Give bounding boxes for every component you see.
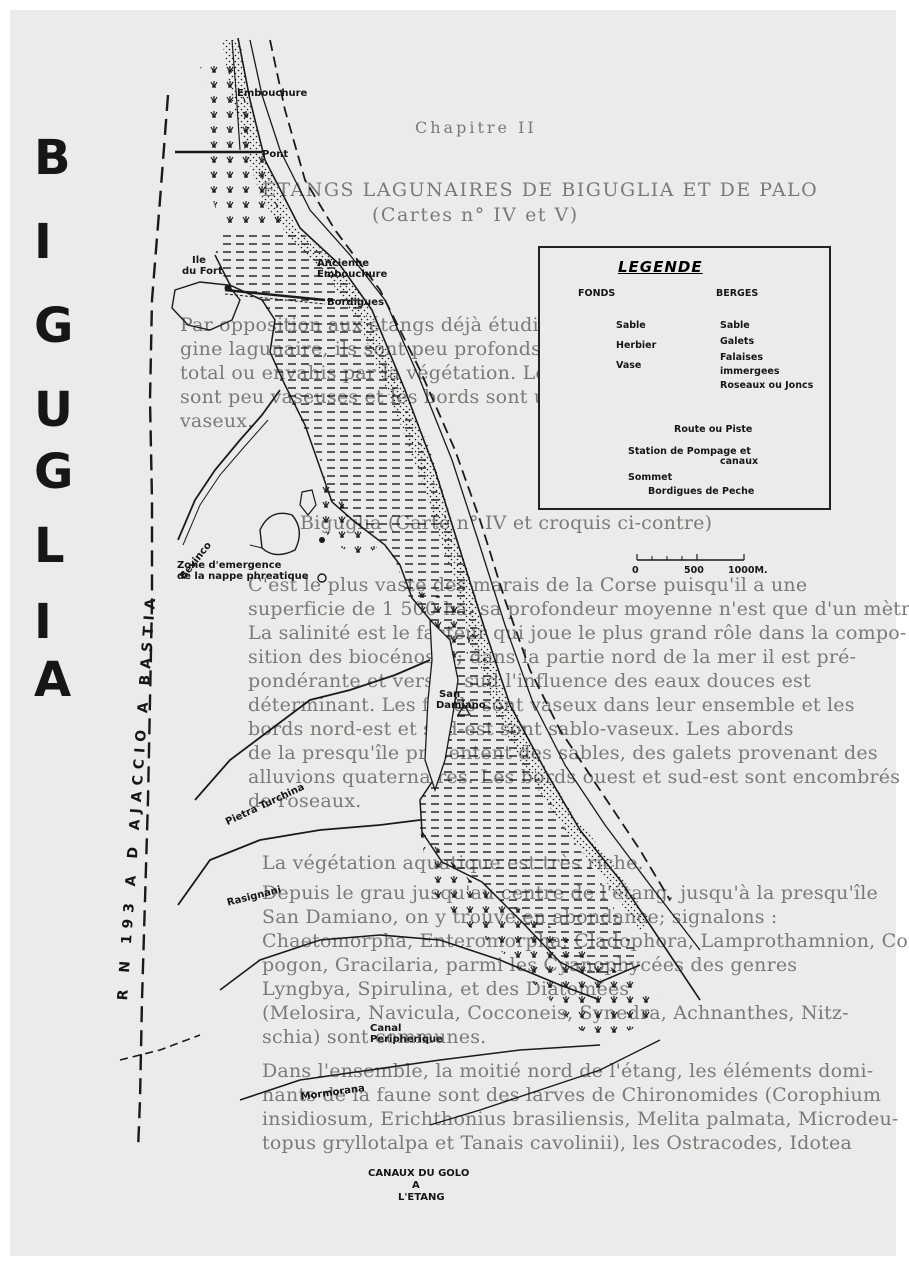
text-line: superficie de 1 500 ha. sa profondeur mo… [248,598,909,620]
label-canal: Canal [370,1023,402,1034]
small-island [299,489,317,516]
label-bordigues: Bordigues [327,297,385,308]
road-lido [269,39,671,901]
label-pont: Pont [262,149,289,160]
scale-tick: 1000M. [728,565,768,576]
legend-berges-falaises: Falaises [720,352,764,363]
chapter-title: ÉTANGS LAGUNAIRES DE BIGUGLIA ET DE PALO [262,179,819,201]
label-du-fort: du Fort [182,266,223,277]
text-line: (Melosira, Navicula, Cocconeis, Synedra,… [262,1002,849,1024]
text-line: insidiosum, Erichthonius brasiliensis, M… [262,1108,899,1130]
text-line: de roseaux. [248,790,362,812]
canaux-du-golo [429,1039,661,1126]
text-line: de la presqu'île présentent des sables, … [248,742,878,764]
legend-fonds-title: FONDS [578,288,616,299]
label-san: San [439,689,461,700]
chapter-subtitle: (Cartes n° IV et V) [372,204,579,226]
text-line: déterminant. Les fonds sont vaseux dans … [248,694,855,716]
label-ancienne: Ancienne [317,258,370,269]
title-letter: I [34,214,52,270]
legend-bordigues-peche: Bordigues de Peche [648,486,755,497]
road-west [119,1034,201,1061]
text-line: schia) sont communes. [262,1026,487,1048]
sand-strip [222,40,650,930]
legend-route: Route ou Piste [674,424,753,435]
embouchure-channel [231,39,241,151]
legend-berges-title: BERGES [716,288,759,299]
west-shore [214,254,641,983]
emergence-zone [259,512,300,556]
scale-bar [636,554,745,561]
legend-berges-galets: Galets [720,336,755,347]
label-canaux-a: A [412,1180,420,1191]
label-damiano: Damiano [436,700,486,711]
title-letter: B [34,130,71,186]
river-pietra-turchina [194,659,431,801]
legend-fonds-sable: Sable [616,320,646,331]
legend-fonds-vase: Vase [616,360,642,371]
text-line: alluvions quaternaires. Les bords ouest … [248,766,901,788]
lido-shore [249,39,701,951]
label-zone-emergence: Zone d'emergence [177,560,282,571]
map-legend: LEGENDE FONDS BERGES Sable Herbier Vase … [538,246,831,510]
text-line: nants de la faune sont des larves de Chi… [262,1084,882,1106]
text-line: vaseux. [180,410,254,432]
label-embouchure: Embouchure [237,88,308,99]
summit-marker [456,703,472,716]
east-shore [237,37,701,1001]
label-ile: Ile [192,255,206,266]
text-line: C'est le plus vaste des marais de la Cor… [248,574,808,596]
legend-station: Station de Pompage et [628,446,751,457]
title-letter: G [34,444,74,500]
title-letter: I [34,594,52,650]
legend-canaux: canaux [720,456,759,467]
text-line: pondérante et vers le sud l'influence de… [248,670,811,692]
text-line: topus gryllotalpa et Tanais cavolinii), … [262,1132,852,1154]
legend-sommet: Sommet [628,472,673,483]
text-line: La salinité est le facteur qui joue le p… [248,622,907,644]
label-canaux-golo: CANAUX DU GOLO [368,1168,470,1179]
chapter-heading: Chapitre II [415,118,537,137]
river-mormorana [239,1044,601,1101]
text-line: Dans l'ensemble, la moitié nord de l'éta… [262,1060,874,1082]
bordigues-line [224,288,326,302]
text-line: sition des biocénoses; dans la partie no… [248,646,857,668]
scale-tick: 500 [684,565,704,576]
title-letter: L [34,518,65,574]
road-rn193 [136,94,170,1151]
reed-zone-southwest [310,470,380,560]
legend-berges-roseaux: Roseaux ou Joncs [720,380,814,391]
label-nappe: de la nappe phreatique [177,571,309,582]
canal-peripherique [219,934,601,1001]
label-canaux-etang: L'ETANG [398,1192,445,1203]
title-letter: A [34,652,72,708]
title-letter: U [34,382,73,438]
ile-du-fort [171,281,241,331]
scale-tick: 0 [632,565,639,576]
river-bevinco [177,389,281,541]
legend-title: LEGENDE [618,258,703,276]
legend-berges-immergees: immergees [720,366,780,377]
label-peripherique: Peripherique [370,1034,443,1045]
title-letter: G [34,298,74,354]
reed-zone-south [420,830,660,1040]
river-rasignani [177,819,421,906]
legend-fonds-herbier: Herbier [616,340,657,351]
label-embouchure-old: Embouchure [317,269,388,280]
legend-berges-sable: Sable [720,320,750,331]
san-damiano-peninsula [424,618,459,793]
